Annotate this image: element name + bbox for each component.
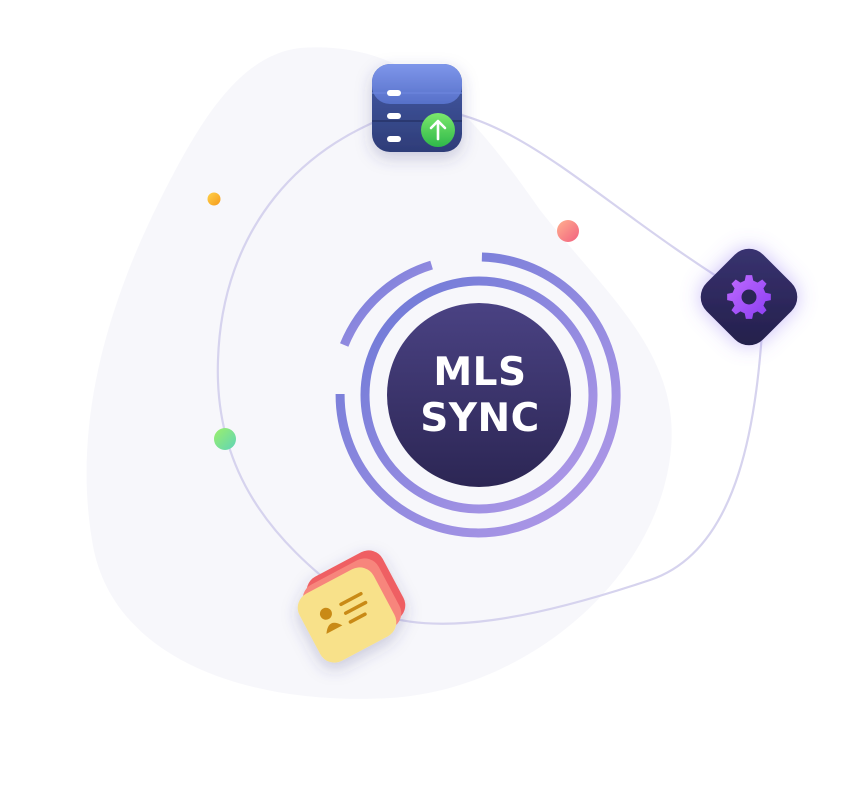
contact-card-icon bbox=[297, 550, 406, 663]
hub-label-line-1: MLS bbox=[433, 350, 527, 395]
hub-label-line-2: SYNC bbox=[420, 396, 540, 441]
hub-core bbox=[387, 303, 571, 487]
orange-dot bbox=[207, 192, 221, 206]
background-blob bbox=[86, 47, 672, 699]
green-dot bbox=[214, 428, 236, 450]
gear-icon bbox=[700, 248, 798, 346]
hub-label: MLS SYNC bbox=[388, 304, 572, 488]
pink-dot bbox=[557, 220, 579, 242]
server-upload-icon bbox=[372, 64, 462, 152]
hub-rings bbox=[335, 252, 621, 538]
